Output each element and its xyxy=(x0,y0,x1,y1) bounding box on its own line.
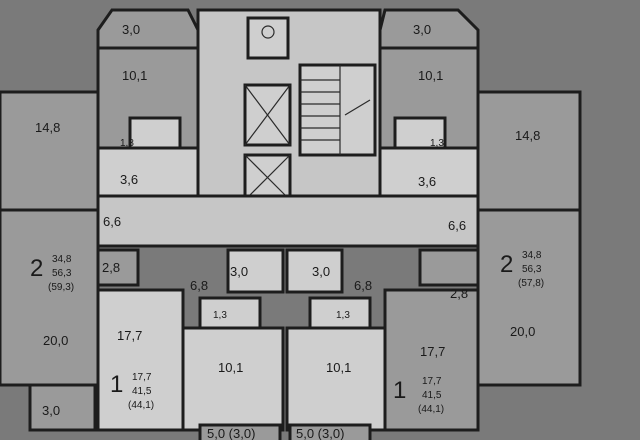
label-balcony-tl: 3,0 xyxy=(122,22,140,37)
label-room20-l: 20,0 xyxy=(43,333,68,348)
apt-balc-right-1: (44,1) xyxy=(418,404,444,415)
loggia-bottom-left xyxy=(198,423,282,440)
apt-number-right-1: 1 xyxy=(393,377,406,404)
balcony-top-left xyxy=(96,8,200,52)
wc-center-left xyxy=(198,296,262,330)
label-hall-cl: 6,8 xyxy=(190,278,208,293)
label-wc-l: 1,3 xyxy=(120,138,134,149)
staircase xyxy=(298,63,377,157)
label-wc-r: 1,3 xyxy=(430,138,444,149)
wc-center-right xyxy=(308,296,372,330)
label-balcony-tr: 3,0 xyxy=(413,22,431,37)
label-bath-cl: 3,0 xyxy=(230,264,248,279)
label-loggia-br: 5,0 (3,0) xyxy=(296,426,344,440)
kitchen-bottom-right xyxy=(285,326,387,432)
wc-left xyxy=(128,116,182,150)
label-hall-r: 6,6 xyxy=(448,218,466,233)
bath-center-left xyxy=(226,248,285,294)
apt-number-left-2: 2 xyxy=(30,255,43,282)
room-17-right xyxy=(383,288,480,432)
apt-balc-left-1: (44,1) xyxy=(128,400,154,411)
label-balcony-bl: 3,0 xyxy=(42,403,60,418)
label-living-r: 14,8 xyxy=(515,128,540,143)
label-room20-r: 20,0 xyxy=(510,324,535,339)
apt-number-left-1: 1 xyxy=(110,371,123,398)
apt-total-left-2: 56,3 xyxy=(52,268,72,279)
label-kitchen-tr: 10,1 xyxy=(418,68,443,83)
label-bath-r: 3,6 xyxy=(418,174,436,189)
small-room-left xyxy=(96,248,140,287)
label-hall-l: 6,6 xyxy=(103,214,121,229)
apt-balc-right-2: (57,8) xyxy=(518,278,544,289)
label-kitchen-bl: 10,1 xyxy=(218,360,243,375)
apt-balc-left-2: (59,3) xyxy=(48,282,74,293)
label-wc-cl: 1,3 xyxy=(213,310,227,321)
bath-right xyxy=(378,146,480,198)
apt-living-right-1: 17,7 xyxy=(422,376,442,387)
label-room177-l: 17,7 xyxy=(117,328,142,343)
living-right xyxy=(476,90,582,212)
apt-number-right-2: 2 xyxy=(500,251,513,278)
apt-total-right-1: 41,5 xyxy=(422,390,442,401)
label-small-r: 2,8 xyxy=(450,286,468,301)
room-left-20 xyxy=(0,208,100,387)
label-room177-r: 17,7 xyxy=(420,344,445,359)
small-room-right xyxy=(418,248,480,287)
label-bath-cr: 3,0 xyxy=(312,264,330,279)
apt-living-right-2: 34,8 xyxy=(522,250,542,261)
kitchen-bottom-left xyxy=(181,326,285,432)
toilet-icon xyxy=(261,25,275,39)
corridor xyxy=(96,194,480,248)
label-bath-l: 3,6 xyxy=(120,172,138,187)
bath-left xyxy=(96,146,200,198)
label-kitchen-tl: 10,1 xyxy=(122,68,147,83)
room-right-20 xyxy=(476,208,582,387)
bath-center-right xyxy=(285,248,344,294)
apt-living-left-1: 17,7 xyxy=(132,372,152,383)
label-living-l: 14,8 xyxy=(35,120,60,135)
loggia-bottom-right xyxy=(288,423,372,440)
apt-total-left-1: 41,5 xyxy=(132,386,152,397)
label-wc-cr: 1,3 xyxy=(336,310,350,321)
label-kitchen-br: 10,1 xyxy=(326,360,351,375)
label-loggia-bl: 5,0 (3,0) xyxy=(207,426,255,440)
stair-steps xyxy=(300,65,371,155)
balcony-bottom-left xyxy=(28,383,97,432)
label-hall-cr: 6,8 xyxy=(354,278,372,293)
label-small-l: 2,8 xyxy=(102,260,120,275)
living-left xyxy=(0,90,100,212)
apt-total-right-2: 56,3 xyxy=(522,264,542,275)
wc-right xyxy=(393,116,447,150)
apt-living-left-2: 34,8 xyxy=(52,254,72,265)
